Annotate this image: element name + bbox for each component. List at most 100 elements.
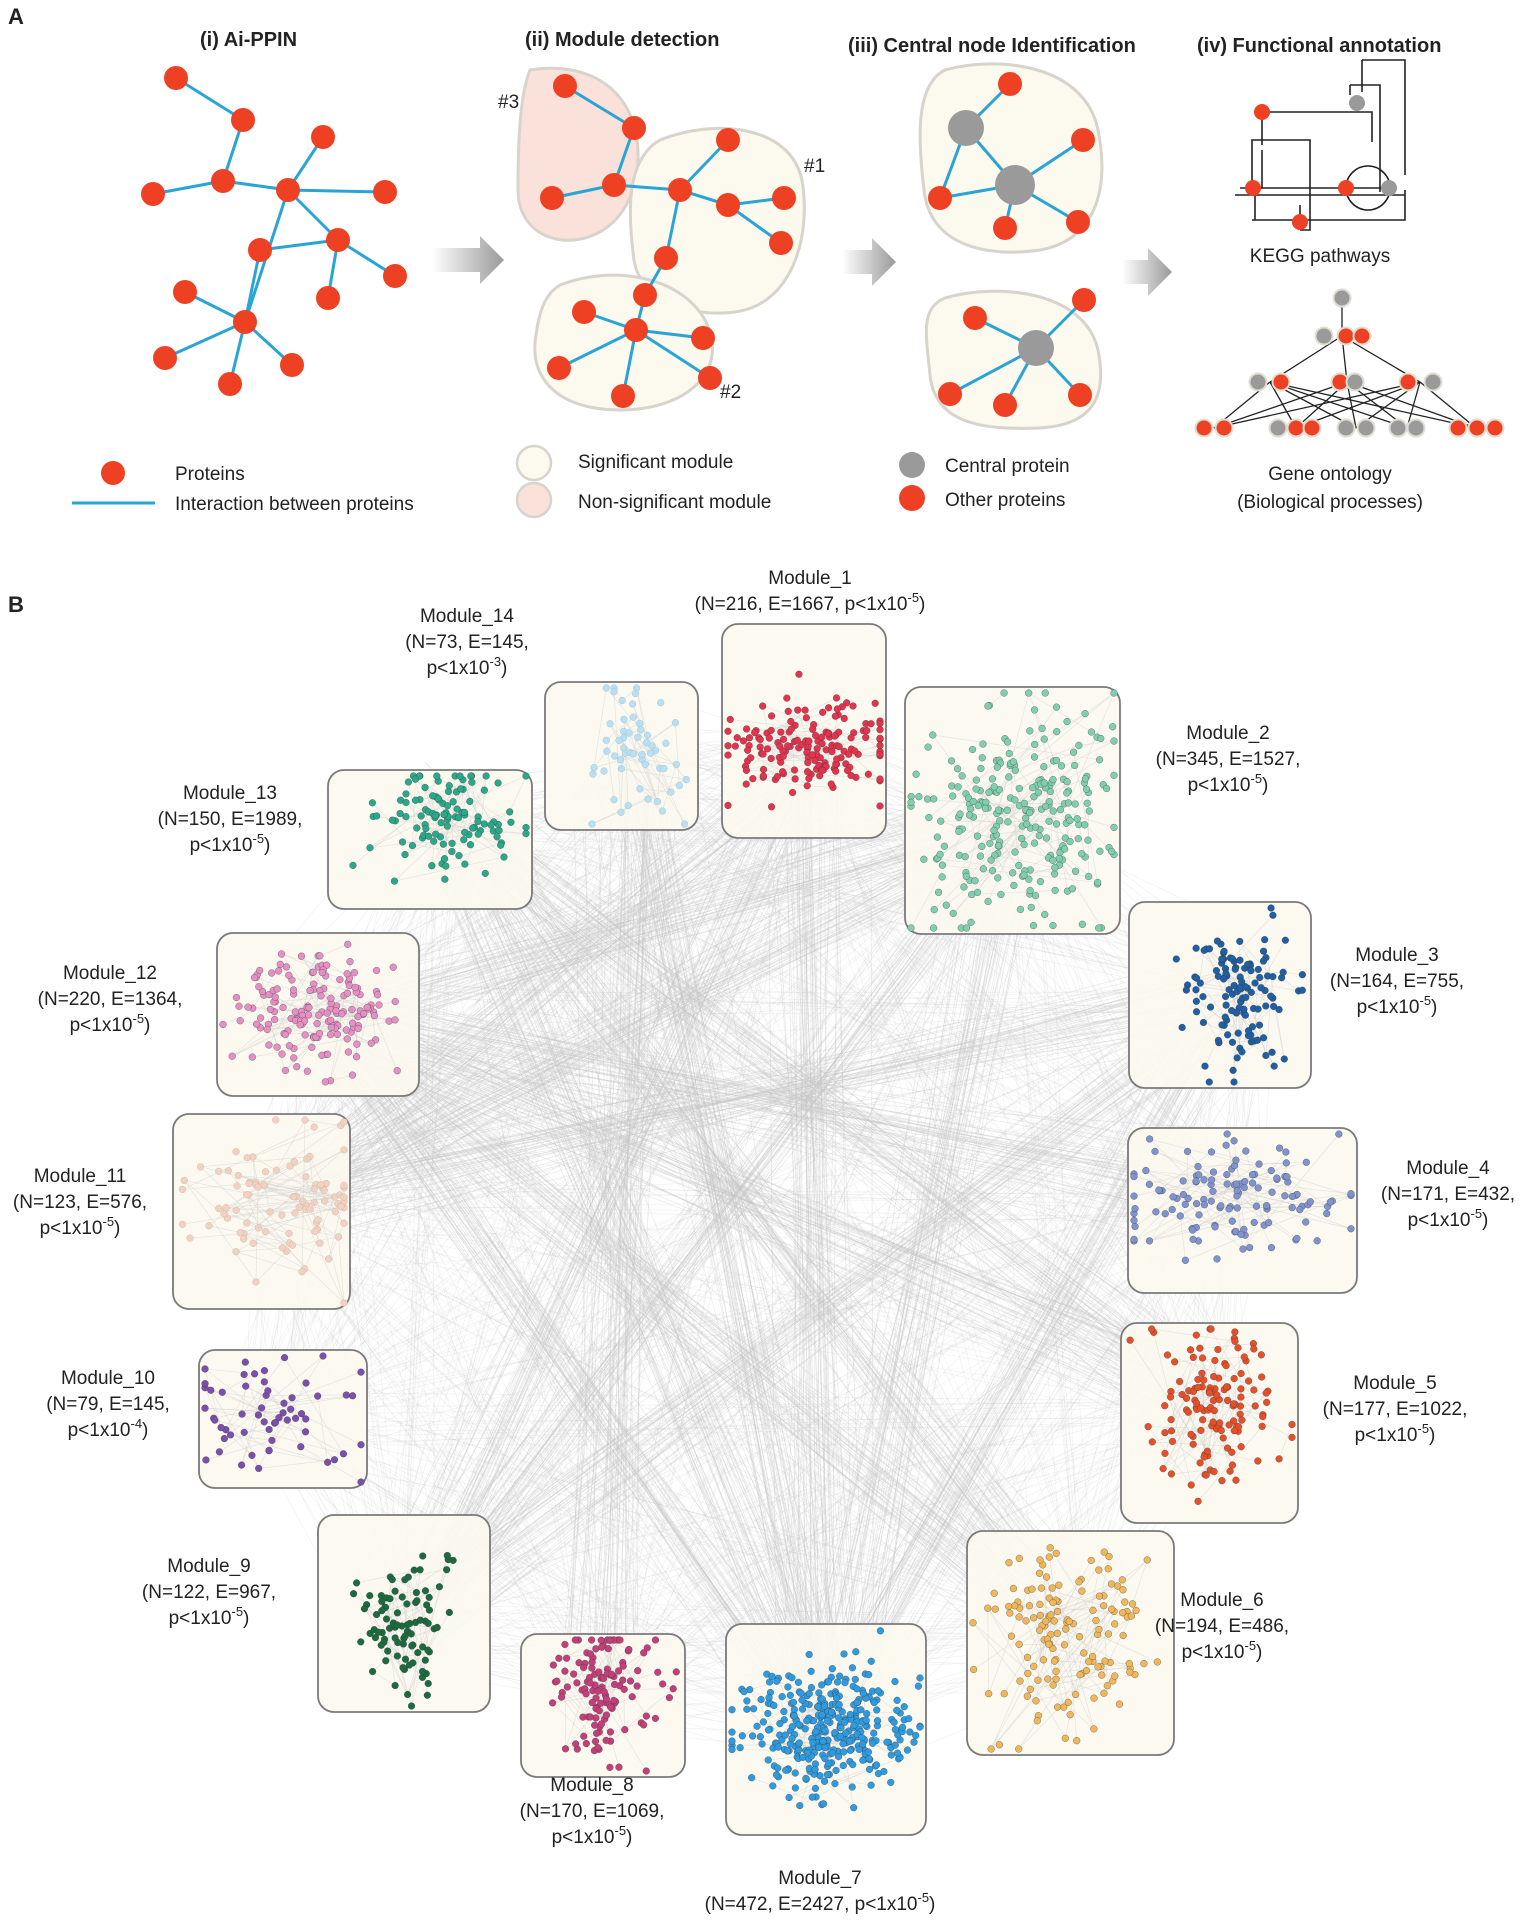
inter-module-edge [334,812,967,1439]
module-protein-node [316,952,324,960]
inter-module-edge [414,1011,1271,1634]
inter-module-edge [799,834,1022,1773]
module-protein-node [439,840,447,848]
module-protein-node [253,1020,261,1028]
functional-annotation-diagram: KEGG pathways Gene ontology (Biological … [1194,59,1505,513]
panel-b-label: B [8,592,24,617]
ppin-protein-node [311,125,335,149]
module-protein-node [289,986,298,994]
inter-module-edge [284,759,791,1264]
module-protein-node [903,1746,912,1754]
module-protein-node [634,733,642,741]
module-protein-node [1011,848,1019,856]
go-term-node [1388,418,1408,438]
module-protein-node [1057,762,1066,770]
module-protein-node [802,1774,810,1783]
inter-module-edge [796,983,1243,1738]
module-protein-node [1143,1556,1151,1564]
module-protein-node [839,1740,847,1748]
module-protein-node [843,699,851,707]
inter-module-edge [389,980,1236,1620]
module-protein-node [733,734,741,742]
module-protein-node [849,702,857,710]
inter-module-edge [235,844,1012,1223]
module-protein-node [265,1425,273,1434]
inter-module-edge [1018,861,1088,1629]
module-protein-node [178,1220,187,1228]
module-protein-node [393,1609,402,1617]
module-protein-node [1028,784,1037,792]
module-protein-node [1259,1034,1268,1042]
inter-module-edge [313,777,1004,1238]
module-protein-node [285,971,293,979]
module-protein-node [628,700,637,708]
module-protein-node [915,793,923,801]
module-protein-node [1203,1447,1212,1455]
module-protein-node [898,1723,907,1731]
module-protein-node [863,726,871,735]
module-protein-node [1269,911,1277,919]
module-protein-node [783,742,792,750]
module-protein-node [1187,1481,1195,1489]
module-protein-node [805,1689,813,1698]
module-protein-node [659,1680,667,1688]
module-protein-node [868,1739,877,1747]
module-protein-node [1045,817,1053,825]
module-protein-node [331,1208,339,1216]
inter-module-edge [289,720,806,1427]
module-protein-node [977,764,985,773]
module-protein-node [859,1689,868,1698]
inter-module-edge [421,1003,1257,1584]
module-protein-node [1209,1372,1218,1381]
inter-module-edge [832,812,1003,1700]
module-protein-node [865,1670,873,1679]
module-protein-node [832,767,840,775]
module-protein-node [377,1641,385,1649]
module-protein-node [1092,1616,1100,1625]
inter-module-edge [360,989,1217,1629]
module-protein-node [1238,1048,1246,1056]
inter-module-edge [277,981,1252,1428]
inter-module-edge [290,830,1021,1201]
module-protein-node [1026,727,1034,735]
module-protein-node [1063,717,1071,726]
module-protein-node [798,1705,807,1713]
module-protein-node [421,1656,429,1664]
module-protein-node [1056,806,1065,814]
module-protein-node [1082,785,1091,793]
module-protein-node [967,805,975,813]
module-protein-node [610,796,618,804]
module-protein-node [1214,1345,1222,1354]
module-name: Module_7 [778,1868,861,1889]
module-protein-node [1232,1476,1240,1484]
module-protein-node [949,909,957,918]
module-protein-node [1041,910,1049,919]
inter-module-edge [304,819,1013,1033]
module-protein-node [804,758,812,767]
module-protein-node [394,1638,402,1647]
module-protein-node [1071,800,1079,808]
module-protein-node [422,824,430,833]
module-protein-node [990,1589,998,1597]
module-protein-node [930,905,938,914]
module-protein-node [1302,1218,1310,1226]
module-protein-node [1101,1657,1109,1665]
inter-module-edge [246,953,1243,1415]
inter-module-edge [780,722,824,1764]
central-protein-node [1018,330,1054,366]
module-protein-node [1192,974,1201,982]
inter-module-edge [296,756,780,1407]
module-protein-node [1167,1470,1176,1478]
module-stats-line-1: (N=170, E=1069, [520,1801,665,1822]
inter-module-edge [369,824,1005,1587]
module-protein-node [863,1710,871,1718]
module-protein-node [220,1434,229,1443]
module-protein-node [643,1644,651,1652]
inter-module-edge [798,743,834,1736]
inter-module-edge [377,733,837,1614]
inter-module-edge [414,821,1025,1638]
module-protein-node [1248,1171,1257,1179]
inter-module-edge [860,824,995,1730]
module-protein-node [821,1754,829,1763]
module-protein-node [925,813,933,822]
